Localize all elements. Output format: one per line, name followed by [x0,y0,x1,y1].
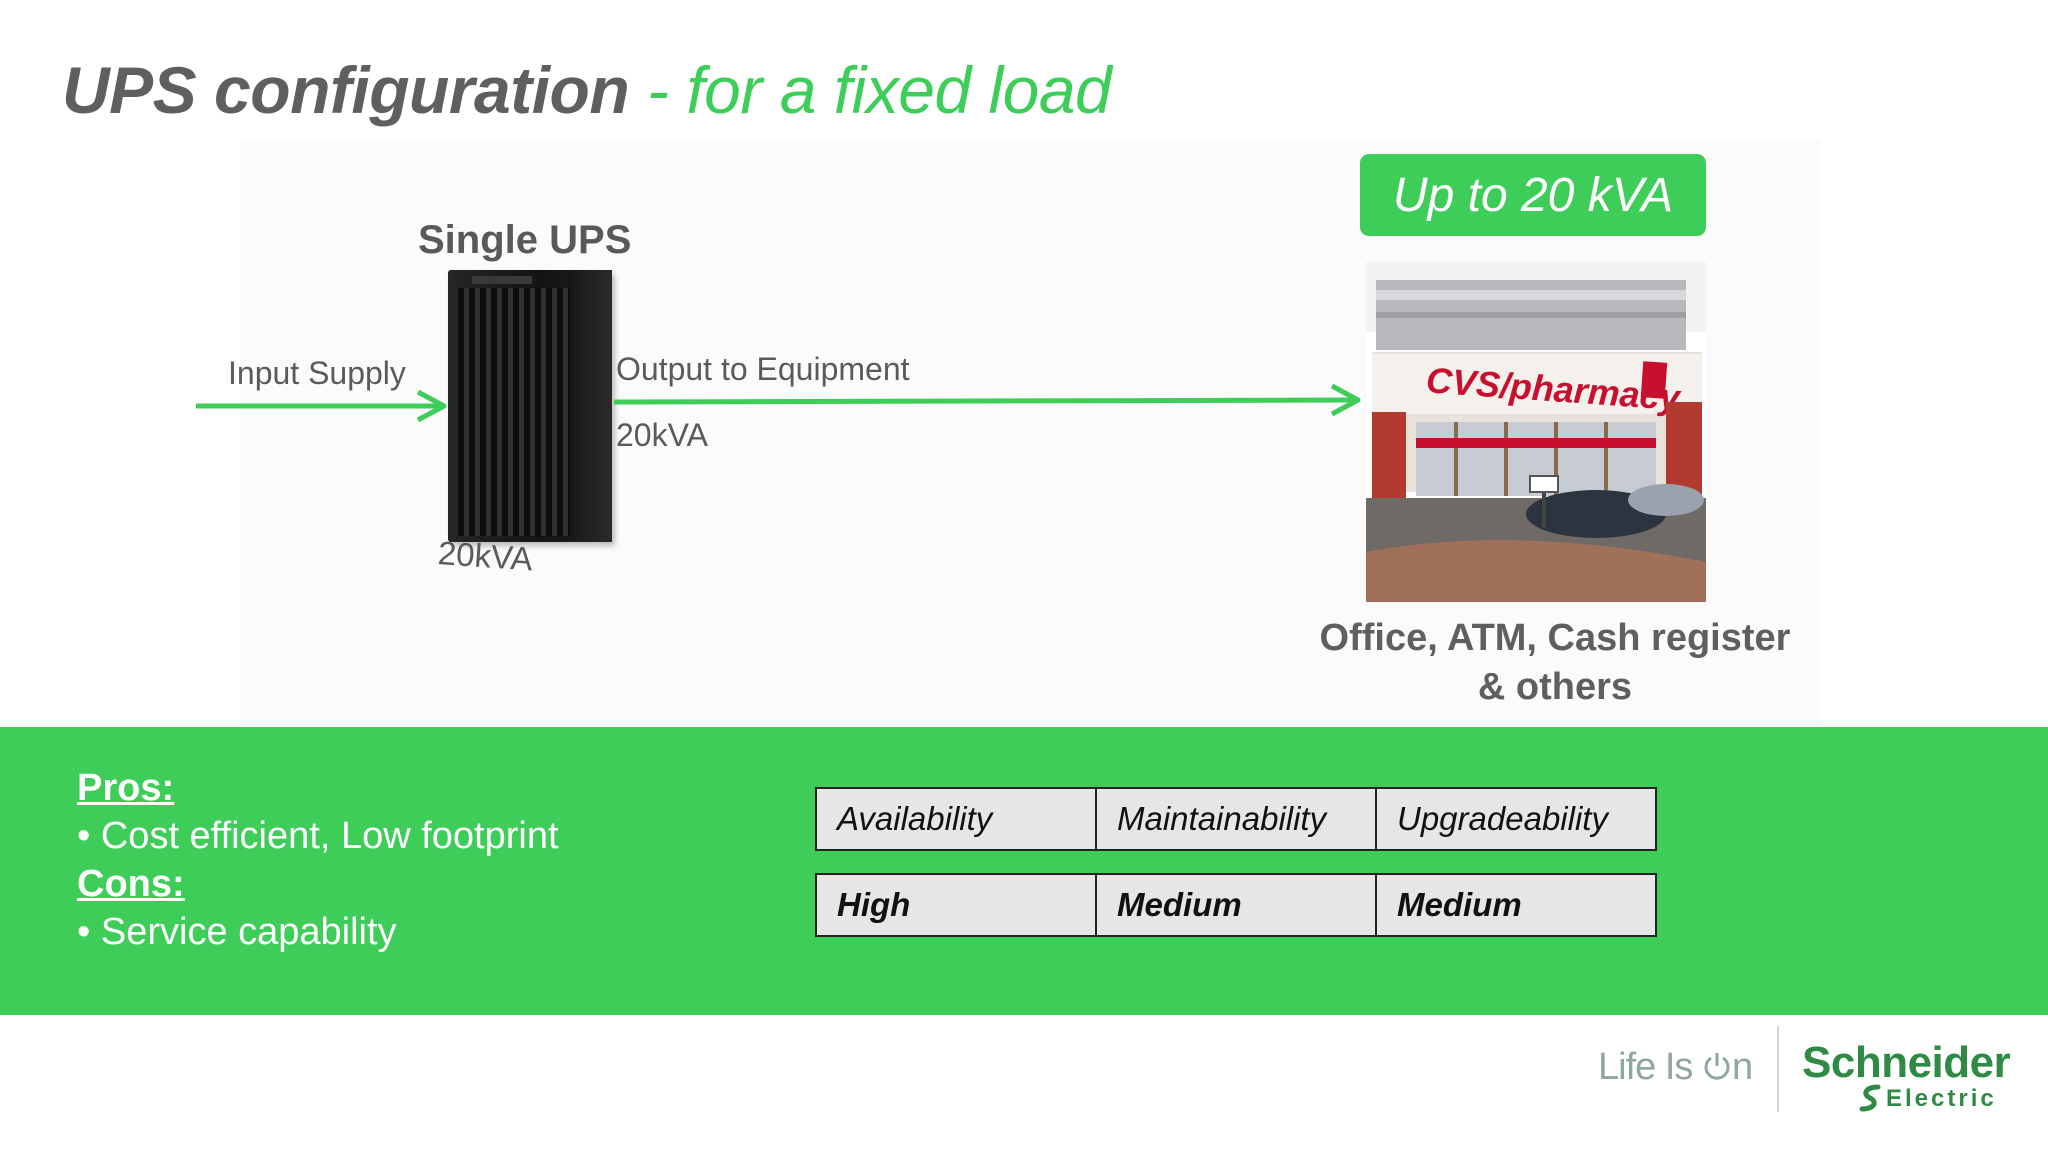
input-arrow [196,389,447,423]
brand-sub-text: Electric [1886,1085,1997,1112]
input-supply-label: Input Supply [228,355,406,391]
summary-band [0,727,2048,1015]
power-icon [1704,1053,1730,1080]
schneider-logo-icon [1859,1084,1881,1112]
metric-header-upgradeability: Upgradeability [1375,787,1657,851]
output-arrow [613,383,1361,417]
metrics-header-row: Availability Maintainability Upgradeabil… [815,787,1657,851]
store-photo: CVS/pharmacy [1366,262,1706,602]
metric-value-upgradeability: Medium [1375,873,1657,937]
equipment-label-line1: Office, ATM, Cash register [1319,617,1791,659]
brand-name: Schneider [1802,1038,2011,1087]
cons-heading: Cons: [77,863,185,905]
tagline-text-pre: Life Is [1598,1046,1702,1088]
slide-title: UPS configuration - for a fixed load [62,52,1112,128]
equipment-label: Office, ATM, Cash register & others [1270,614,1840,712]
output-rating-label: 20kVA [616,417,708,453]
pros-item: • Cost efficient, Low footprint [77,815,559,857]
footer-divider [1777,1026,1779,1112]
flow-arrows [196,383,1361,423]
ups-cabinet-image [448,270,612,542]
title-main: UPS configuration [62,53,630,127]
brand-sub: Electric [1858,1085,1997,1113]
footer-tagline: Life Is n [1598,1046,1753,1089]
equipment-label-line2: & others [1477,666,1633,708]
metrics-value-row: High Medium Medium [815,873,1657,937]
cons-item: • Service capability [77,911,397,953]
metric-header-maintainability: Maintainability [1095,787,1377,851]
pros-heading: Pros: [77,767,175,809]
metric-value-availability: High [815,873,1097,937]
output-label: Output to Equipment [616,351,910,387]
metric-header-availability: Availability [815,787,1097,851]
metrics-table: Availability Maintainability Upgradeabil… [815,787,1657,959]
tagline-text-post: n [1731,1046,1753,1088]
ups-label: Single UPS [418,218,632,262]
pros-cons-list: Pros: • Cost efficient, Low footprint Co… [77,764,559,956]
capacity-badge: Up to 20 kVA [1360,154,1706,236]
metric-value-maintainability: Medium [1095,873,1377,937]
title-sub: - for a fixed load [647,53,1112,127]
